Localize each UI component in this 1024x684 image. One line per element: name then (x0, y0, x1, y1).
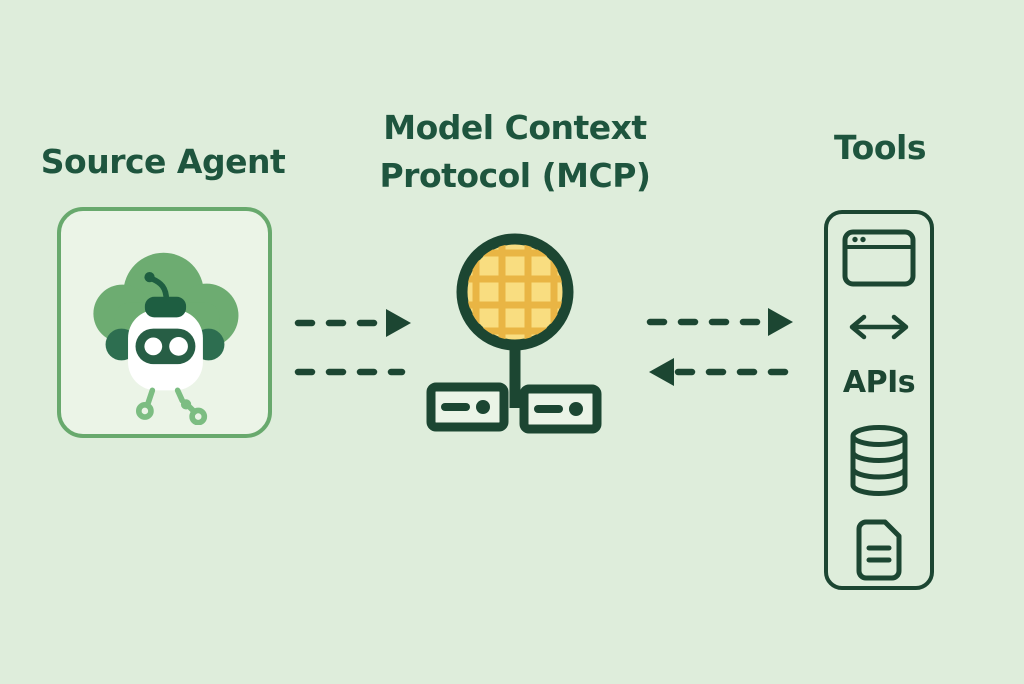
database-icon (850, 425, 908, 496)
mcp-title-line1: Model Context (383, 108, 647, 147)
server-node-right (519, 384, 602, 434)
arrowhead-right-2 (768, 308, 793, 336)
arrowhead-left-1 (649, 358, 674, 386)
source-agent-panel (57, 207, 272, 438)
source-agent-title: Source Agent (40, 142, 286, 181)
document-icon (856, 519, 902, 581)
arrowhead-right-1 (386, 309, 411, 337)
bidirectional-arrow-icon (849, 314, 909, 340)
mcp-title-line2: Protocol (MCP) (379, 156, 651, 195)
server-node-left (426, 382, 509, 432)
mcp-title: Model Context Protocol (MCP) (360, 104, 670, 200)
robot-agent-icon (92, 252, 238, 425)
browser-window-icon (842, 229, 916, 287)
tools-panel: APIs (824, 210, 934, 590)
apis-label: APIs (842, 365, 916, 400)
tools-title: Tools (834, 128, 926, 167)
mcp-waffle-network-icon (426, 233, 602, 434)
